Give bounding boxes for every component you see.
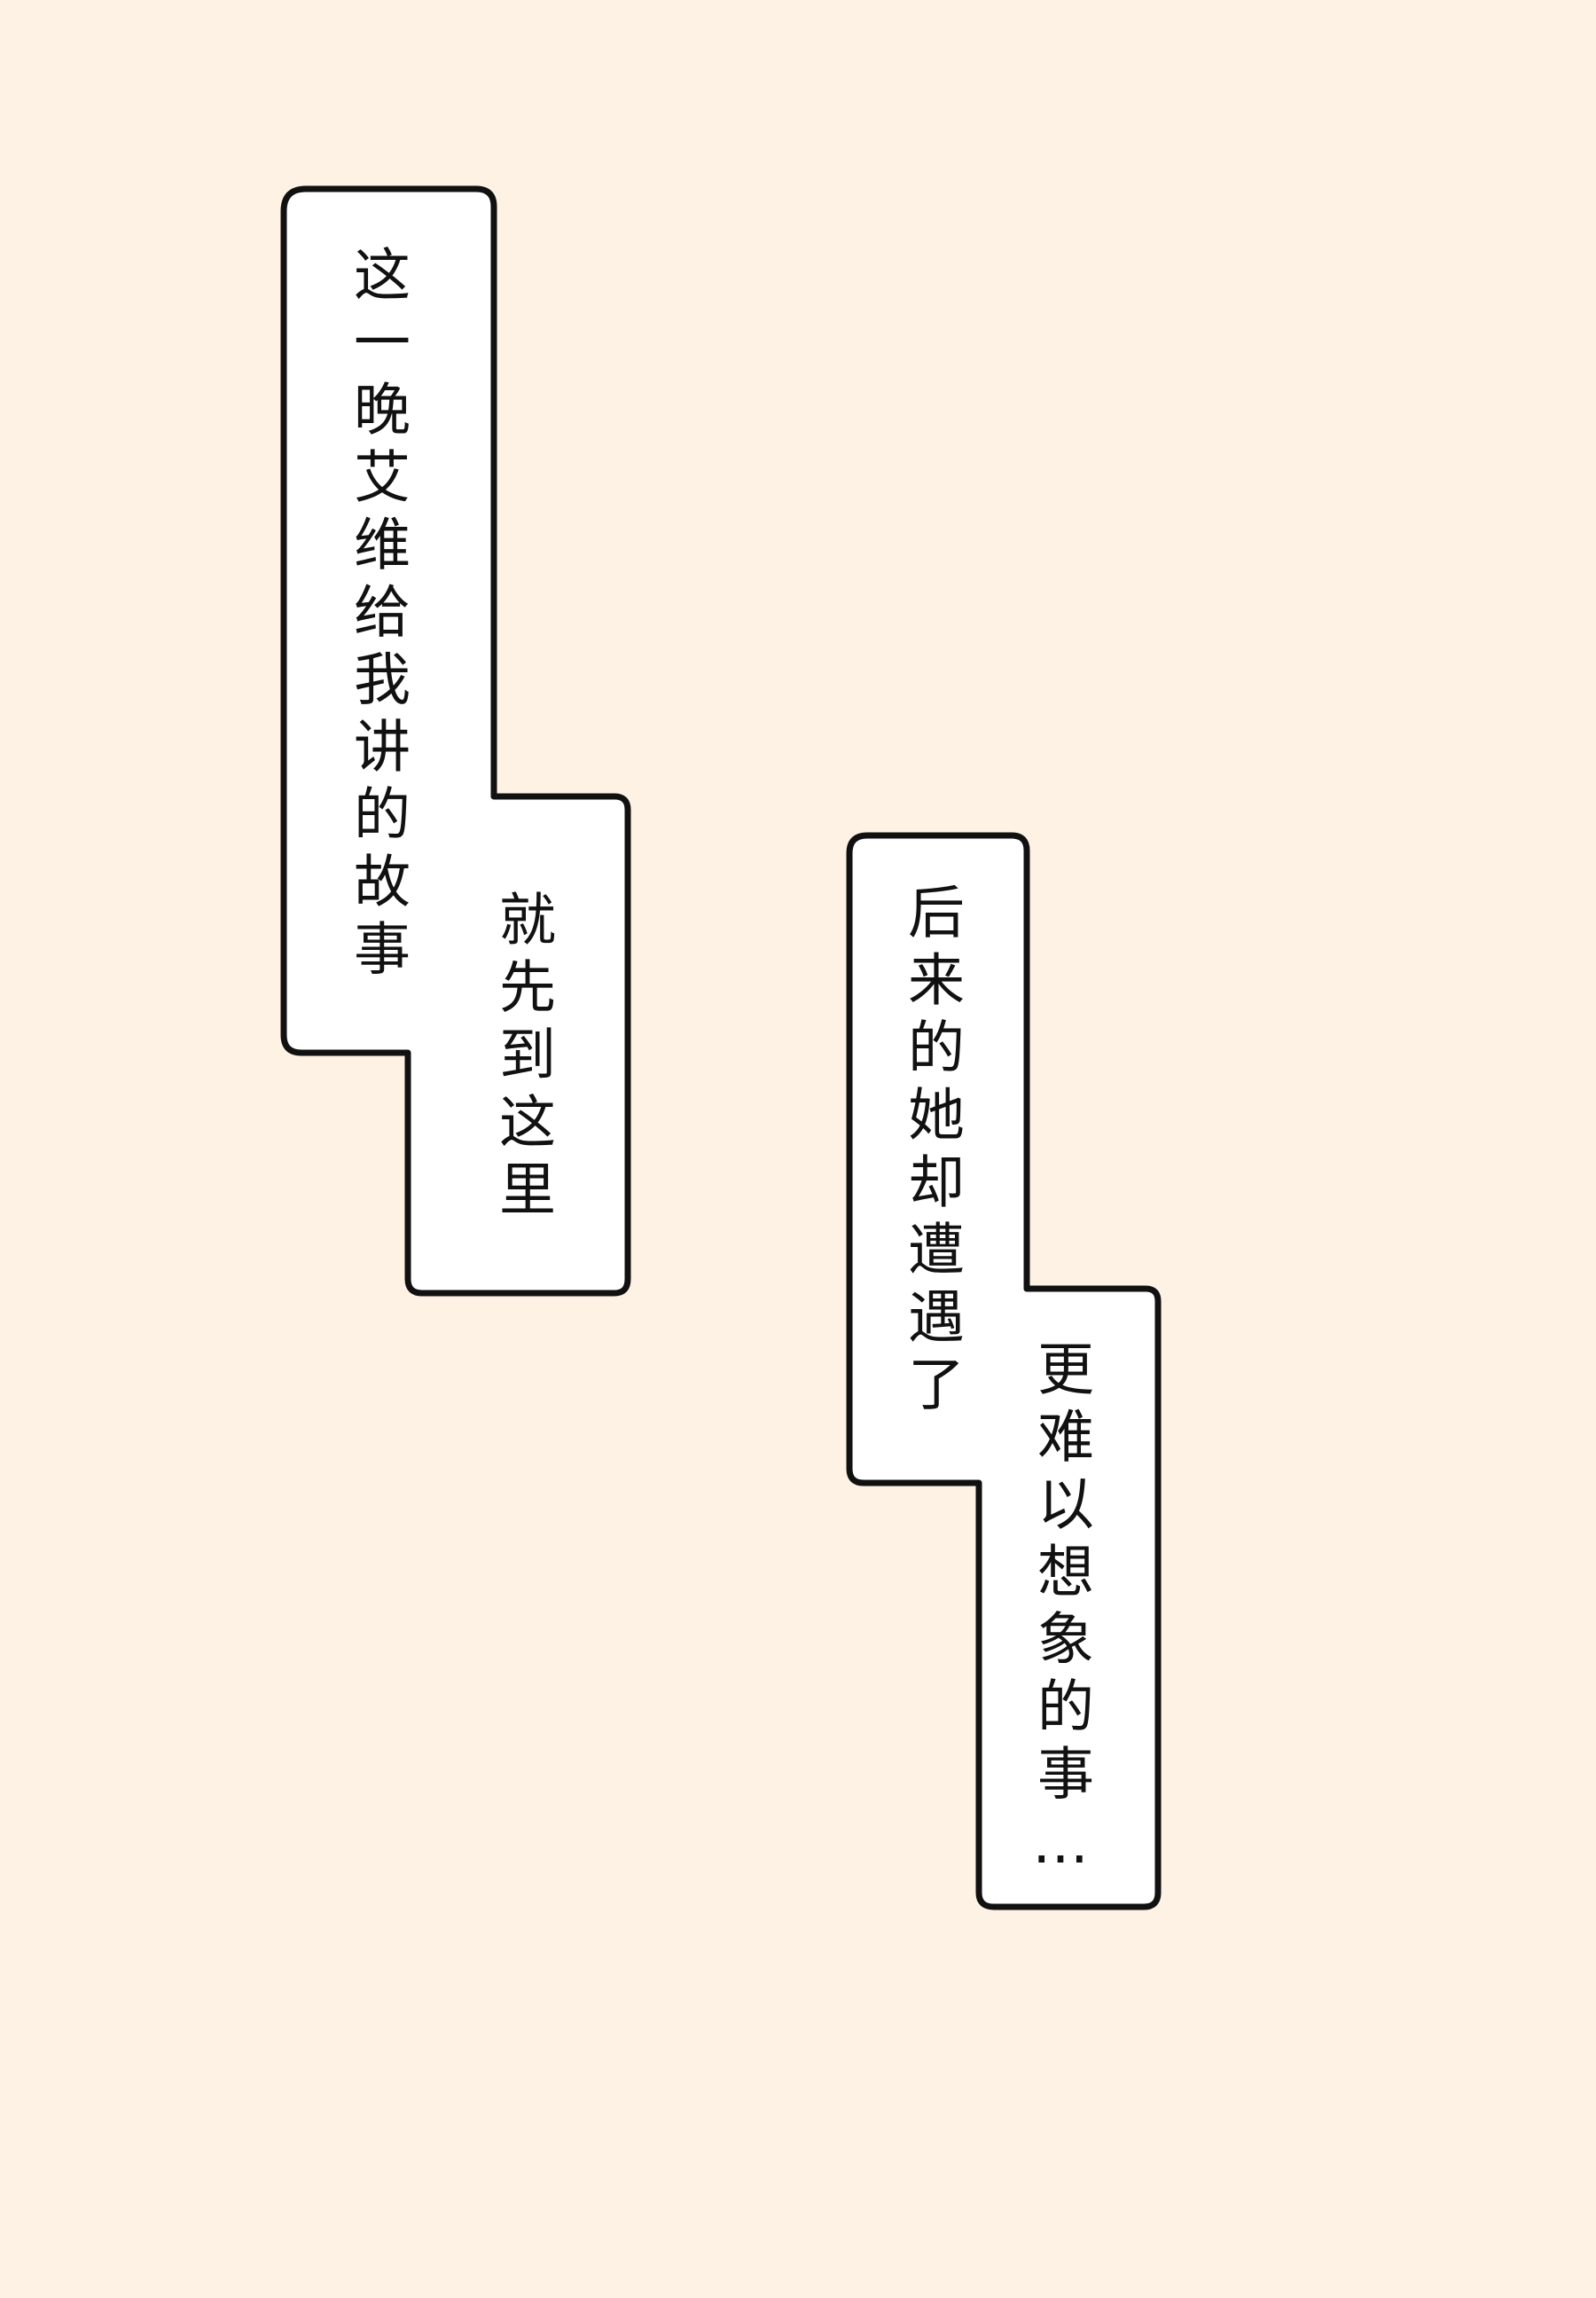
speech-bubble-2-line-2: 更难以想象的事… [1028,1339,1093,1887]
speech-bubble-1-line-2: 就先到这里 [489,890,555,1227]
speech-bubble-2-line-1: 后来的她却遭遇了 [898,882,964,1422]
speech-bubble-1-outline [280,185,631,1297]
speech-bubble-2-outline [846,832,1162,1910]
speech-bubble-1-line-1: 这一晚艾维给我讲的故事 [344,245,410,986]
